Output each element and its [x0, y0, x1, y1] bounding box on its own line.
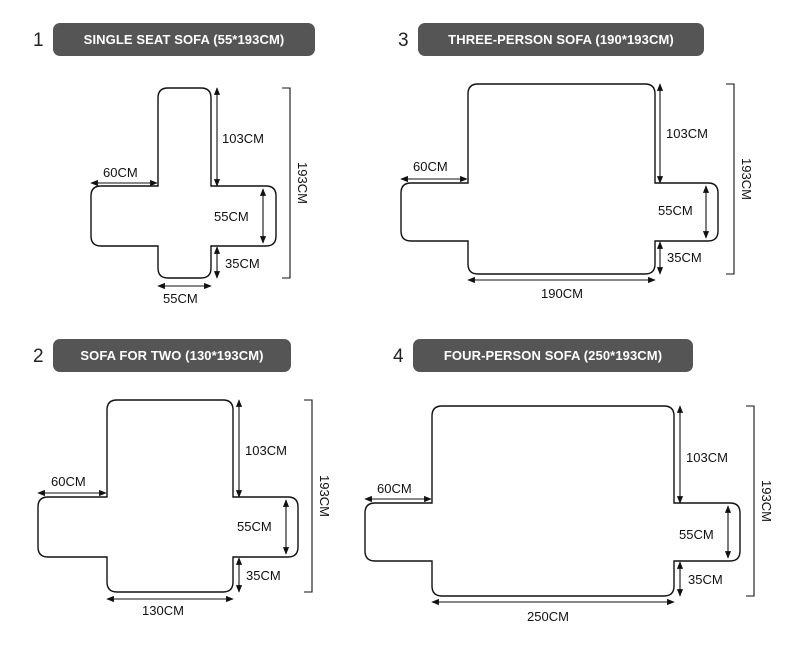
panel-1-number: 1	[33, 30, 44, 51]
sofa-cover-outline-1	[90, 87, 277, 279]
panel-4-diagram: 103CM 60CM 55CM 35CM 250CM 193CM	[364, 405, 774, 624]
dim-arm-depth-4: 55CM	[679, 527, 714, 542]
panel-3-diagram: 103CM 60CM 55CM 35CM 190CM 193CM	[400, 83, 754, 301]
dim-total-4: 193CM	[759, 480, 774, 522]
panel-4-number: 4	[393, 346, 404, 367]
panel-2-number: 2	[33, 346, 44, 367]
dim-front-1: 35CM	[225, 256, 260, 271]
dim-arm-depth-1: 55CM	[214, 209, 249, 224]
panel-4-title: FOUR-PERSON SOFA (250*193CM)	[413, 339, 693, 372]
dim-back-4: 103CM	[686, 450, 728, 465]
dim-front-2: 35CM	[246, 568, 281, 583]
dim-total-3: 193CM	[739, 158, 754, 200]
panel-3-title: THREE-PERSON SOFA (190*193CM)	[418, 23, 704, 56]
dim-arm-width-4: 60CM	[377, 481, 412, 496]
panel-2-diagram: 103CM 60CM 55CM 35CM 130CM 193CM	[37, 399, 332, 618]
dim-front-4: 35CM	[688, 572, 723, 587]
dim-total-1: 193CM	[295, 162, 310, 204]
dim-arm-depth-3: 55CM	[658, 203, 693, 218]
panel-3-number: 3	[398, 30, 409, 51]
dim-back-1: 103CM	[222, 131, 264, 146]
sofa-cover-outline-4	[364, 405, 741, 597]
dim-seat-2: 130CM	[142, 603, 184, 618]
dim-seat-3: 190CM	[541, 286, 583, 301]
dim-back-2: 103CM	[245, 443, 287, 458]
sofa-cover-outline-2	[37, 399, 299, 593]
dim-arm-width-2: 60CM	[51, 474, 86, 489]
panel-1-title: SINGLE SEAT SOFA (55*193CM)	[53, 23, 315, 56]
sofa-cover-outline-3	[400, 83, 719, 275]
dim-arm-width-1: 60CM	[103, 165, 138, 180]
dim-front-3: 35CM	[667, 250, 702, 265]
panel-1-diagram: 103CM 60CM 55CM 35CM 55CM 193CM	[90, 87, 310, 306]
dim-seat-4: 250CM	[527, 609, 569, 624]
panel-2-title: SOFA FOR TWO (130*193CM)	[53, 339, 291, 372]
dim-back-3: 103CM	[666, 126, 708, 141]
dim-arm-width-3: 60CM	[413, 159, 448, 174]
dim-total-2: 193CM	[317, 475, 332, 517]
dim-arm-depth-2: 55CM	[237, 519, 272, 534]
dim-seat-1: 55CM	[163, 291, 198, 306]
